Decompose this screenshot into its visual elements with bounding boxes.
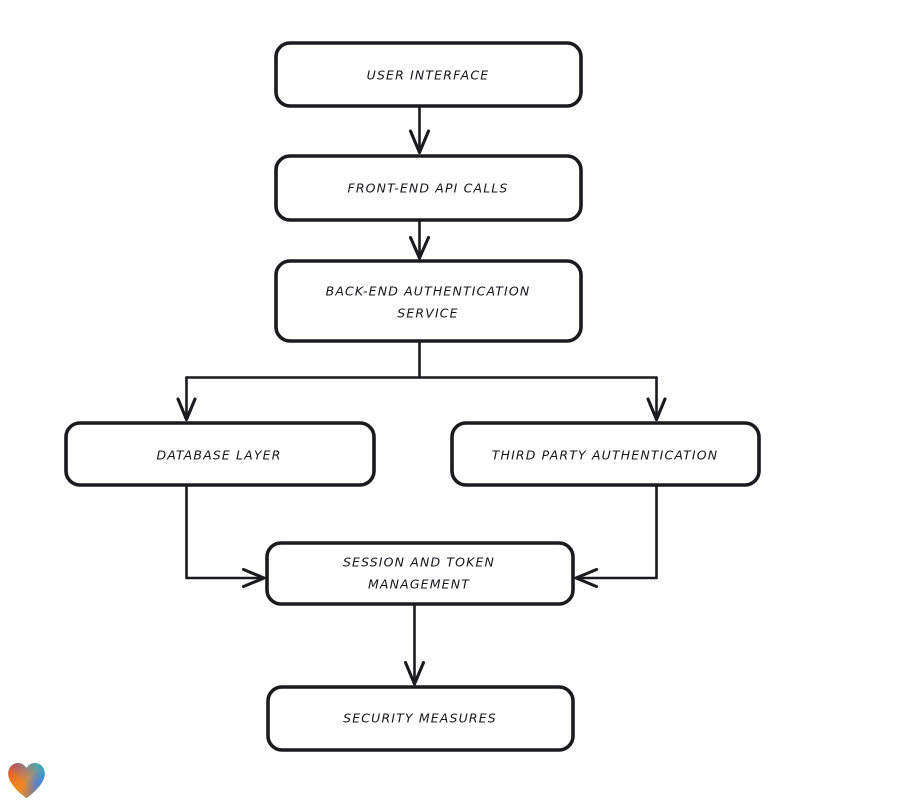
database-layer-label: DATABASE LAYER <box>156 448 281 463</box>
back-end-authentication-service-label-line1: BACK-END AUTHENTICATION <box>326 284 531 299</box>
front-end-api-calls-box[interactable] <box>274 154 583 222</box>
gradient-heart-icon <box>8 762 45 799</box>
third-party-authentication-box[interactable] <box>450 421 761 487</box>
third-party-authentication-label: THIRD PARTY AUTHENTICATION <box>492 448 719 463</box>
edge-backend-to-thirdparty <box>646 376 667 422</box>
edge-api-to-backend <box>408 219 431 260</box>
back-end-authentication-service-box[interactable] <box>274 259 583 343</box>
node-session-and-token-management[interactable]: SESSION AND TOKEN MANAGEMENT <box>265 541 575 606</box>
security-measures-box[interactable] <box>266 685 575 752</box>
security-measures-label: SECURITY MEASURES <box>343 711 497 726</box>
user-interface-box[interactable] <box>274 41 583 108</box>
edge-ui-to-api <box>408 106 431 155</box>
edge-backend-to-database <box>176 376 197 422</box>
edge-session-to-security <box>403 603 426 686</box>
node-back-end-authentication-service[interactable]: BACK-END AUTHENTICATION SERVICE <box>274 259 583 343</box>
edge-thirdparty-to-session <box>574 484 658 589</box>
node-security-measures[interactable]: SECURITY MEASURES <box>266 685 575 752</box>
node-user-interface[interactable]: USER INTERFACE <box>274 41 583 108</box>
front-end-api-calls-label: FRONT-END API CALLS <box>347 181 508 196</box>
node-third-party-authentication[interactable]: THIRD PARTY AUTHENTICATION <box>450 421 761 487</box>
node-front-end-api-calls[interactable]: FRONT-END API CALLS <box>274 154 583 222</box>
session-and-token-management-box[interactable] <box>265 541 575 606</box>
edge-backend-branch-bus <box>185 340 658 379</box>
edge-database-to-session <box>185 484 266 589</box>
node-database-layer[interactable]: DATABASE LAYER <box>64 421 376 487</box>
database-layer-box[interactable] <box>64 421 376 487</box>
session-and-token-management-label-line2: MANAGEMENT <box>368 577 470 592</box>
user-interface-label: USER INTERFACE <box>367 68 490 83</box>
session-and-token-management-label-line1: SESSION AND TOKEN <box>343 555 495 570</box>
back-end-authentication-service-label-line2: SERVICE <box>397 306 458 321</box>
